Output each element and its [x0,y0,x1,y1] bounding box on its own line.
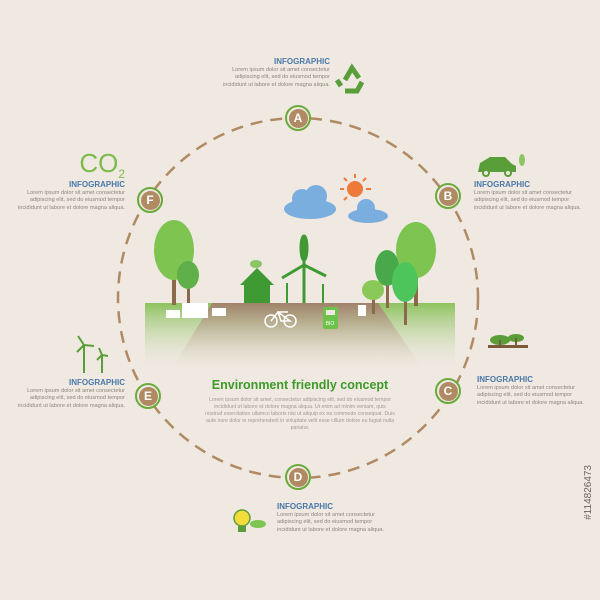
marker-f[interactable]: F [137,187,163,213]
marker-letter: B [438,186,458,206]
info-text: Lorem ipsum dolor sit amet consectetur a… [277,512,384,533]
info-heading: INFOGRAPHIC [474,180,530,189]
marker-b[interactable]: B [435,183,461,209]
info-heading: INFOGRAPHIC [274,57,330,66]
info-text: Lorem ipsum dolor sit amet consectetur a… [18,388,125,409]
cloud-icon [284,185,388,223]
marker-c[interactable]: C [435,378,461,404]
recycle-bin-icon [358,305,366,316]
marker-letter: E [138,386,158,406]
bio-fuel-pump-icon: BIO [323,307,338,329]
wind-turbine-icon [76,335,109,373]
marker-letter: C [438,381,458,401]
marker-d[interactable]: D [285,464,311,490]
info-heading: INFOGRAPHIC [477,375,533,384]
info-heading: INFOGRAPHIC [277,502,333,511]
trees-right [362,222,436,325]
scene-ground [145,303,455,373]
marker-letter: F [140,190,160,210]
marker-a[interactable]: A [285,105,311,131]
sun-icon [340,174,371,201]
co2-icon: CO2 [70,148,125,181]
info-text: Lorem ipsum dolor sit amet consectetur a… [474,190,581,211]
marker-letter: D [288,467,308,487]
lightbulb-leaf-icon [233,509,266,532]
main-description: Lorem ipsum dolor sit amet, consectetur … [205,397,395,431]
marker-e[interactable]: E [135,383,161,409]
eco-house-icon [240,260,274,303]
eco-car-icon [478,154,525,177]
co2-label: CO [79,148,119,178]
info-heading: INFOGRAPHIC [69,180,125,189]
road [170,303,425,372]
info-text: Lorem ipsum dolor sit amet consectetur a… [223,67,330,88]
trees-icon [488,334,528,348]
info-text: Lorem ipsum dolor sit amet consectetur a… [477,385,584,406]
co2-subscript: 2 [118,167,125,182]
main-title: Environment friendly concept [211,378,389,392]
bicycle-icon [264,310,297,328]
wind-turbines-icon [281,234,327,303]
marker-letter: A [288,108,308,128]
recycle-icon [334,63,365,94]
trees-left [154,220,199,305]
bio-label: BIO [326,321,335,327]
info-text: Lorem ipsum dolor sit amet consectetur a… [18,190,125,211]
solar-panels-icon [166,303,226,318]
info-heading: INFOGRAPHIC [69,378,125,387]
stock-id: #114826473 [583,465,594,520]
